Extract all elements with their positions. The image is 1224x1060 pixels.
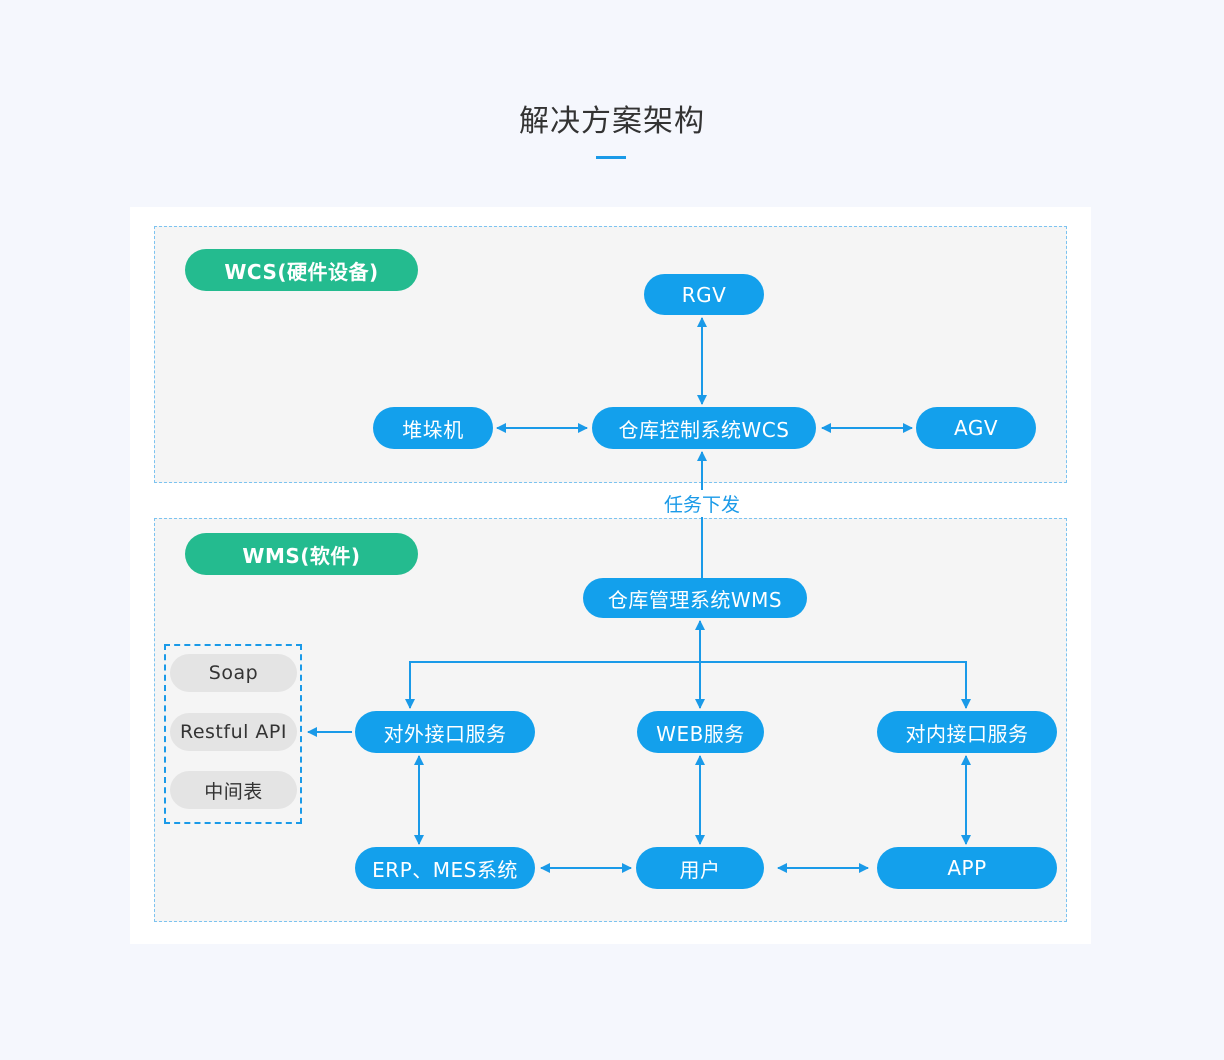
rgv-node: RGV	[644, 274, 764, 315]
user-node: 用户	[636, 847, 764, 889]
app-node: APP	[877, 847, 1057, 889]
interface-option: Soap	[170, 654, 297, 692]
agv-node: AGV	[916, 407, 1036, 449]
task-dispatch-label: 任务下发	[640, 490, 764, 517]
stacker-node: 堆垛机	[373, 407, 493, 449]
title-underline	[596, 156, 626, 159]
interface-options-group	[164, 644, 302, 824]
wcs-system-node: 仓库控制系统WCS	[592, 407, 816, 449]
wms-category-label: WMS(软件)	[185, 533, 418, 575]
internal-api-node: 对内接口服务	[877, 711, 1057, 753]
external-api-node: 对外接口服务	[355, 711, 535, 753]
wms-branch-connector	[405, 661, 971, 709]
page-title: 解决方案架构	[519, 104, 705, 139]
wcs-category-label: WCS(硬件设备)	[185, 249, 418, 291]
erp-mes-node: ERP、MES系统	[355, 847, 535, 889]
web-service-node: WEB服务	[637, 711, 764, 753]
interface-option: 中间表	[170, 771, 297, 809]
wms-system-node: 仓库管理系统WMS	[583, 578, 807, 618]
interface-option: Restful API	[170, 713, 297, 751]
